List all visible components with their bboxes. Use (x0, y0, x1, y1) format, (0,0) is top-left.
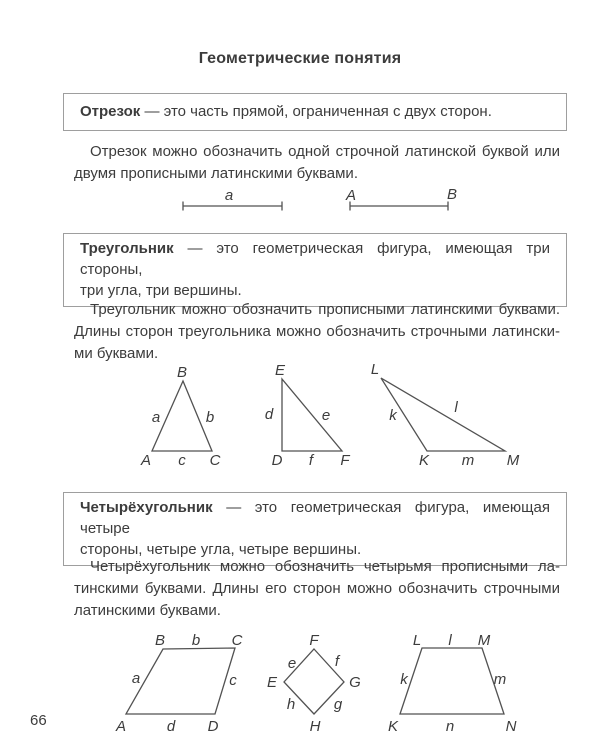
side-label: d (167, 718, 176, 735)
endpoint-label: B (447, 186, 457, 203)
vertex-label: F (340, 452, 350, 469)
side-label: b (206, 409, 214, 426)
quadrilateral-figure-abcd: B C A D a b c d (115, 632, 243, 735)
triangle-figure-def: E D F d e f (265, 362, 351, 469)
side-label: c (229, 672, 237, 689)
paragraph-line: Длины сторон треугольника можно обозначи… (74, 323, 560, 340)
triangle-figures: B A C a b c E D F d e f L K M k l m (140, 361, 520, 469)
vertex-label: E (275, 362, 286, 379)
vertex-label: N (506, 718, 517, 735)
vertex-label: G (349, 674, 361, 691)
definition-line: Отрезок — это часть прямой, ограниченная… (80, 101, 550, 122)
side-label: n (446, 718, 454, 735)
page-title: Геометрические понятия (198, 50, 402, 67)
side-label: f (335, 653, 341, 670)
segment-figure-lowercase: a (182, 187, 283, 211)
side-label: b (192, 632, 200, 649)
side-label: c (178, 452, 186, 469)
paragraph-line: Четырёхугольник можно обозначить четырьм… (90, 558, 560, 575)
triangle-figure-klm: L K M k l m (371, 361, 520, 469)
vertex-label: M (478, 632, 491, 649)
vertex-label: D (272, 452, 283, 469)
side-label: m (462, 452, 475, 469)
definition-box-segment: Отрезок — это часть прямой, ограниченная… (63, 93, 567, 131)
triangle-outline (380, 377, 508, 452)
side-label: d (265, 406, 274, 423)
vertex-label: L (413, 632, 421, 649)
vertex-label: B (177, 364, 187, 381)
definition-text: — это геометрическая фигура, имеющая три… (80, 240, 550, 278)
segment-line (349, 201, 449, 211)
segment-figure-uppercase: A B (345, 186, 457, 211)
quadrilateral-figure-efgh: F G H E e f g h (267, 632, 361, 735)
page-number: 66 (30, 712, 47, 729)
quadrilateral-outline (399, 647, 505, 715)
triangle-figure-abc: B A C a b c (140, 364, 221, 469)
vertex-label: F (309, 632, 319, 649)
side-label: e (288, 655, 296, 672)
vertex-label: C (210, 452, 221, 469)
definition-box-quadrilateral: Четырёхугольник — это геометрическая фиг… (63, 492, 567, 566)
side-label: k (389, 407, 398, 424)
quadrilateral-figure-klmn: L M K N k l m n (388, 632, 517, 735)
vertex-label: H (310, 718, 321, 735)
segment-line (182, 201, 283, 211)
definition-line: стороны, четыре угла, четыре вершины. (80, 541, 362, 558)
definition-term: Четырёхугольник (80, 499, 213, 516)
vertex-label: K (419, 452, 430, 469)
definition-text: — это часть прямой, ограниченная с двух … (140, 103, 492, 120)
vertex-label: L (371, 361, 379, 378)
vertex-label: B (155, 632, 165, 649)
side-label: g (334, 696, 343, 713)
segment-figures: a A B (182, 186, 457, 211)
endpoint-label: A (345, 187, 356, 204)
side-label: e (322, 407, 330, 424)
vertex-label: A (115, 718, 126, 735)
side-label: a (152, 409, 160, 426)
quadrilateral-figures: B C A D a b c d F G H E e f g h L M K N … (115, 632, 517, 735)
side-label: h (287, 696, 295, 713)
quadrilateral-outline (124, 647, 236, 715)
side-label: k (400, 671, 409, 688)
paragraph-line: двумя прописными латинскими буквами. (74, 165, 358, 182)
vertex-label: M (507, 452, 520, 469)
paragraph-line: Треугольник можно обозначить прописными … (90, 301, 560, 318)
definition-term: Треугольник (80, 240, 174, 257)
quadrilateral-outline (283, 648, 345, 715)
definition-line: Треугольник — это геометрическая фигура,… (80, 238, 550, 280)
definition-term: Отрезок (80, 103, 141, 120)
definition-box-triangle: Треугольник — это геометрическая фигура,… (63, 233, 567, 307)
definition-text: — это геометрическая фигура, имеющая чет… (80, 499, 550, 537)
paragraph-line: ми буквами. (74, 345, 159, 362)
segment-label: a (225, 187, 233, 204)
vertex-label: E (267, 674, 278, 691)
definition-line: три угла, три вершины. (80, 282, 242, 299)
side-label: a (132, 670, 140, 687)
definition-line: Четырёхугольник — это геометрическая фиг… (80, 497, 550, 539)
side-label: f (309, 452, 315, 469)
side-label: m (494, 671, 507, 688)
paragraph-quadrilateral: Четырёхугольник можно обозначить четырьм… (74, 556, 560, 622)
vertex-label: D (208, 718, 219, 735)
triangle-outline (151, 379, 213, 452)
paragraph-segment: Отрезок можно обозначить одной строчной … (74, 141, 560, 185)
paragraph-line: Отрезок можно обозначить одной строчной … (90, 143, 560, 160)
vertex-label: K (388, 718, 399, 735)
side-label: l (448, 632, 452, 649)
paragraph-line: тинскими буквами. Длины его сторон можно… (74, 580, 560, 597)
side-label: l (454, 399, 458, 416)
paragraph-line: латинскими буквами. (74, 602, 221, 619)
vertex-label: A (140, 452, 151, 469)
paragraph-triangle: Треугольник можно обозначить прописными … (74, 299, 560, 365)
vertex-label: C (232, 632, 243, 649)
triangle-outline (281, 377, 344, 452)
